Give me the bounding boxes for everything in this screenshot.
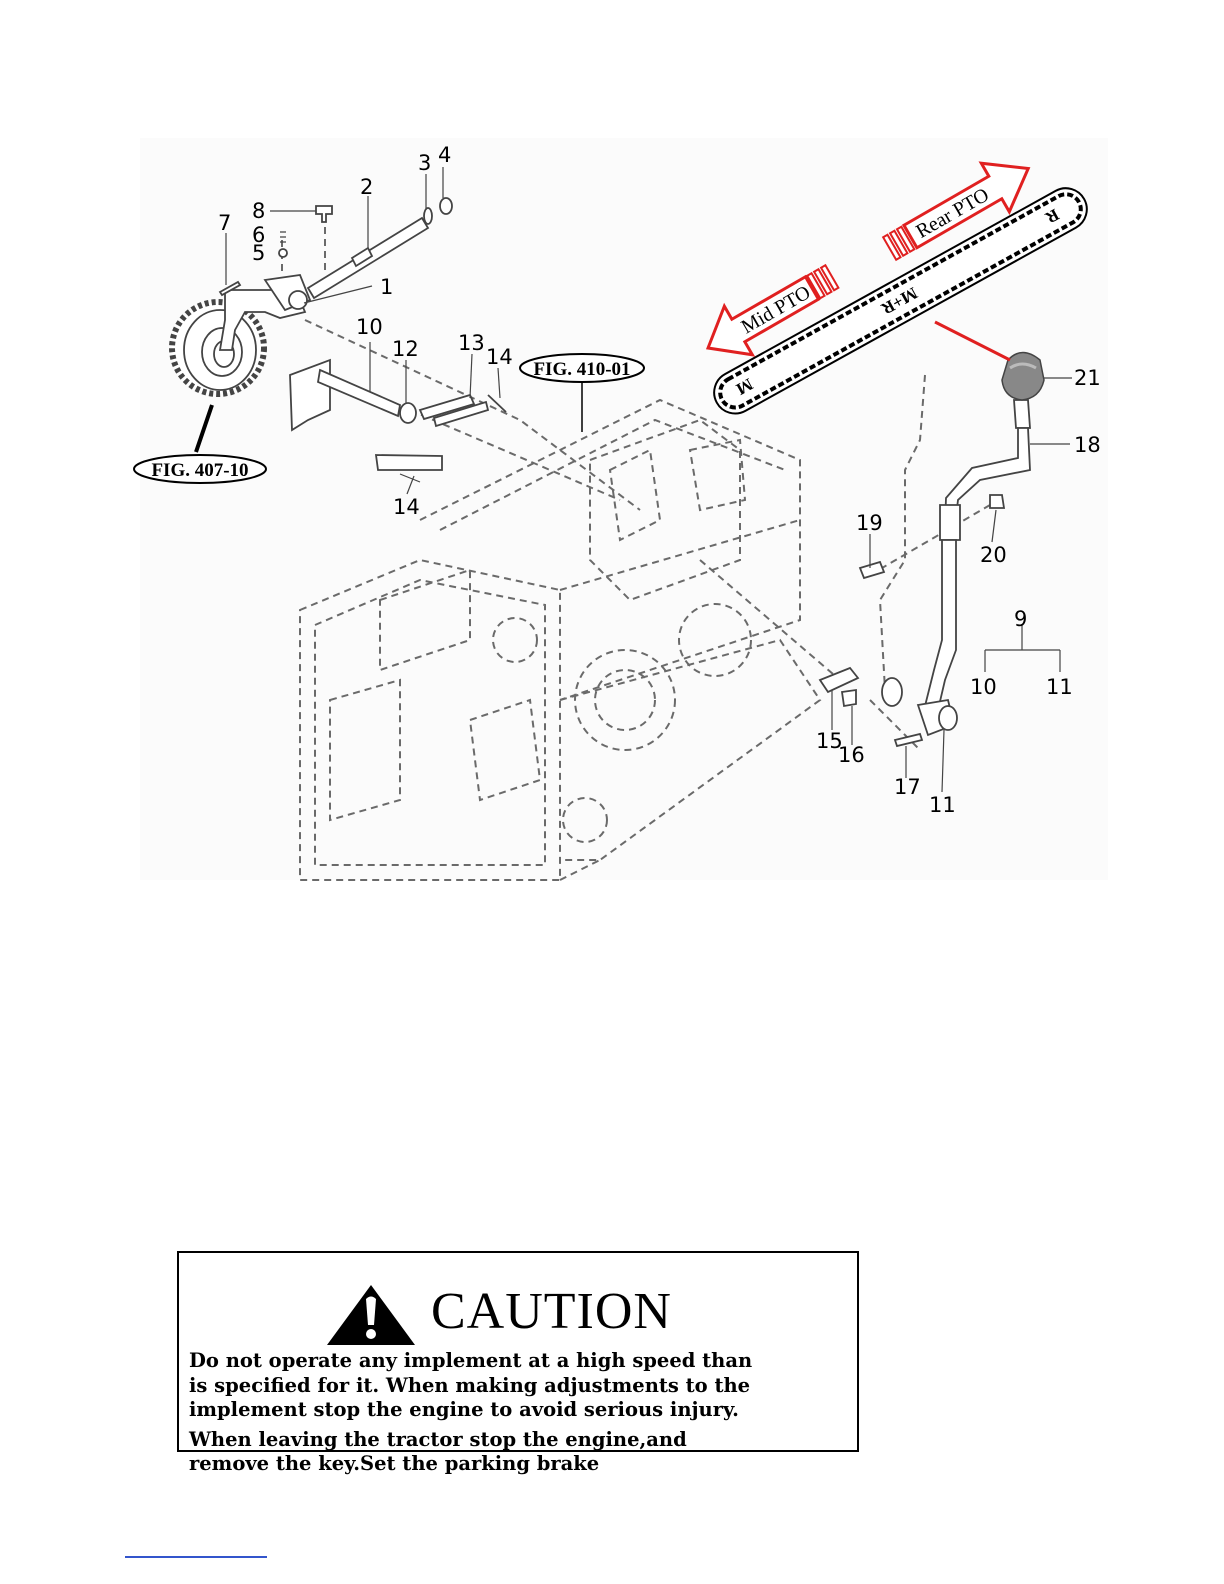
caution-line-2: is specified for it. When making adjustm… bbox=[189, 1373, 751, 1397]
caution-header: CAUTION bbox=[179, 1275, 857, 1349]
label-part-5: 5 bbox=[252, 241, 265, 265]
gear bbox=[169, 299, 267, 397]
label-part-7: 7 bbox=[218, 211, 231, 235]
fig-ref-407: FIG. 407-10 bbox=[133, 404, 267, 484]
label-part-1: 1 bbox=[380, 275, 393, 299]
caution-text: Do not operate any implement at a high s… bbox=[189, 1349, 854, 1477]
label-part-8: 8 bbox=[252, 199, 265, 223]
caution-line-3: implement stop the engine to avoid serio… bbox=[189, 1398, 739, 1421]
label-part-4: 4 bbox=[438, 143, 451, 167]
plates-and-pins bbox=[374, 393, 507, 483]
label-part-9: 9 bbox=[1014, 607, 1027, 631]
label-part-11: 11 bbox=[929, 793, 956, 817]
label-part-3: 3 bbox=[418, 151, 431, 175]
warning-triangle-icon bbox=[327, 1285, 415, 1345]
label-part-16: 16 bbox=[838, 743, 865, 767]
transmission-housing bbox=[299, 398, 822, 881]
label-part-14-lower: 14 bbox=[393, 495, 420, 519]
footer-link-underline[interactable] bbox=[125, 1556, 267, 1558]
label-part-12: 12 bbox=[392, 337, 419, 361]
label-leaders bbox=[225, 167, 1072, 793]
fig-ref-410-label: FIG. 410-01 bbox=[533, 359, 630, 380]
label-part-11-group: 11 bbox=[1046, 675, 1073, 699]
part-labels: 1 2 3 4 5 6 7 8 9 10 10 11 11 12 13 14 1… bbox=[218, 143, 1101, 817]
label-part-20: 20 bbox=[980, 543, 1007, 567]
pto-lever bbox=[818, 399, 1031, 748]
lever-knob bbox=[1001, 351, 1045, 401]
label-part-14-upper: 14 bbox=[486, 345, 513, 369]
shift-rod bbox=[306, 216, 430, 300]
caution-title: CAUTION bbox=[431, 1283, 672, 1340]
label-part-2: 2 bbox=[360, 175, 373, 199]
label-part-13: 13 bbox=[458, 331, 485, 355]
shift-fork bbox=[218, 274, 312, 351]
label-part-10-group: 10 bbox=[970, 675, 997, 699]
label-part-19: 19 bbox=[856, 511, 883, 535]
fig-ref-410: FIG. 410-01 bbox=[519, 353, 645, 432]
label-part-21: 21 bbox=[1074, 366, 1101, 390]
shift-plate: M M+R R bbox=[713, 187, 1088, 415]
pto-exploded-diagram: M M+R R Mid PTO Rear PTO FIG. 407-10 bbox=[133, 143, 1101, 881]
label-part-6: 6 bbox=[252, 223, 265, 247]
fig-ref-407-label: FIG. 407-10 bbox=[151, 460, 248, 481]
mid-pto-arrow: Mid PTO bbox=[705, 263, 840, 357]
selector-shaft bbox=[289, 358, 417, 432]
label-part-18: 18 bbox=[1074, 433, 1101, 457]
caution-line-5: remove the key.Set the parking brake bbox=[189, 1452, 600, 1475]
small-parts bbox=[218, 197, 453, 297]
caution-line-4: When leaving the tractor stop the engine… bbox=[189, 1427, 687, 1451]
caution-line-1: Do not operate any implement at a high s… bbox=[189, 1349, 753, 1372]
label-part-10: 10 bbox=[356, 315, 383, 339]
label-part-17: 17 bbox=[894, 775, 921, 799]
caution-box: CAUTION Do not operate any implement at … bbox=[177, 1251, 859, 1475]
label-part-15: 15 bbox=[816, 729, 843, 753]
